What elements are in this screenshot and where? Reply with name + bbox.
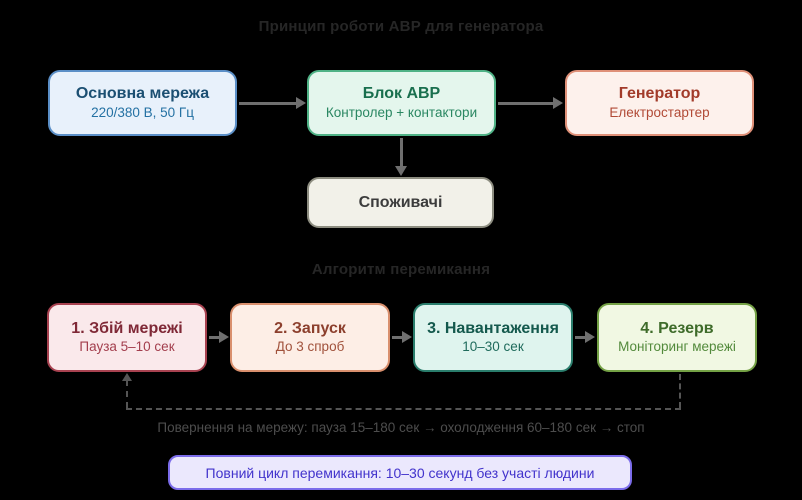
arrow-up-icon [122,373,132,381]
cycle-summary-text: Повний цикл перемикання: 10–30 секунд бе… [205,464,595,481]
node-title: Основна мережа [75,85,210,103]
return-note: Повернення на мережу: пауза 15–180 сек →… [157,420,645,435]
node-subtitle: Контролер + контактори [325,104,478,120]
node-subtitle: Пауза 5–10 сек [79,339,175,355]
feedback-line-left [126,380,128,408]
node-consumers: Споживачі [307,177,494,228]
node-subtitle: Електростартер [609,104,710,120]
node-step-1: 1. Збій мережі Пауза 5–10 сек [47,303,207,372]
feedback-line-right [679,374,681,408]
cycle-summary-box: Повний цикл перемикання: 10–30 секунд бе… [168,455,632,490]
section-title: Алгоритм перемикання [311,261,491,278]
node-step-2: 2. Запуск До 3 спроб [230,303,390,372]
node-step-4: 4. Резерв Моніторинг мережі [597,303,757,372]
node-avr-block: Блок АВР Контролер + контактори [307,70,496,136]
node-step-3: 3. Навантаження 10–30 сек [413,303,573,372]
node-subtitle: До 3 спроб [275,339,345,355]
feedback-line-bottom [126,408,681,410]
node-subtitle: Моніторинг мережі [618,339,736,355]
node-title: 4. Резерв [640,319,714,337]
node-generator: Генератор Електростартер [565,70,754,136]
node-title: Споживачі [358,193,443,211]
node-title: Генератор [618,85,701,103]
node-subtitle: 220/380 В, 50 Гц [91,104,194,120]
node-main-grid: Основна мережа 220/380 В, 50 Гц [48,70,237,136]
node-title: Блок АВР [362,85,441,103]
figure-title: Принцип роботи АВР для генератора [258,18,544,35]
node-subtitle: 10–30 сек [462,339,524,355]
node-title: 3. Навантаження [427,319,559,337]
node-title: 2. Запуск [274,319,346,337]
node-title: 1. Збій мережі [71,319,183,337]
